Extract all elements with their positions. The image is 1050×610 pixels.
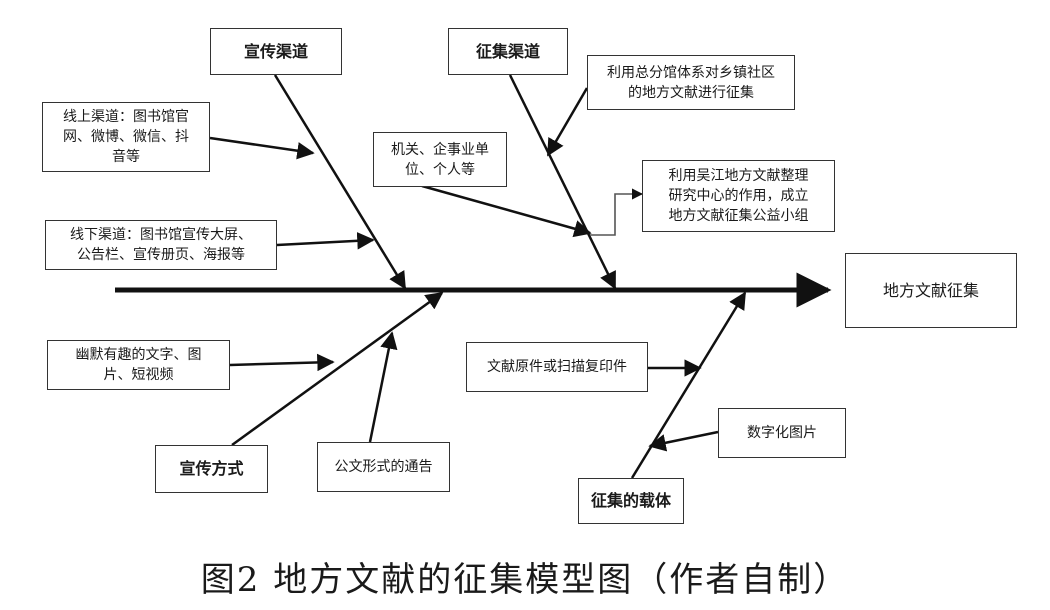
bone-xuanchuan-qudao [273,74,407,290]
arrow-digital [648,430,719,452]
head-box: 地方文献征集 [845,253,1017,328]
bone-zhengji-qudao [508,74,617,290]
cause-humor: 幽默有趣的文字、图 片、短视频 [47,340,230,390]
category-zhengji-qudao: 征集渠道 [448,28,568,75]
category-zhengji-zaiti: 征集的载体 [578,478,684,524]
category-xuanchuan-fangshi: 宣传方式 [155,445,268,493]
cause-original: 文献原件或扫描复印件 [466,342,648,392]
cause-agencies: 机关、企事业单 位、个人等 [373,132,507,187]
arrow-wujiang [590,188,644,236]
arrow-online [209,136,315,160]
arrow-notice [368,331,398,443]
cause-notice: 公文形式的通告 [317,442,450,492]
bone-xuanchuan-fangshi [231,291,444,447]
arrow-humor [229,353,335,372]
arrow-agencies [421,184,592,238]
cause-online: 线上渠道：图书馆官 网、微博、微信、抖 音等 [42,102,210,172]
figure-caption: 图2 地方文献的征集模型图（作者自制） [200,560,850,600]
cause-system: 利用总分馆体系对乡镇社区 的地方文献进行征集 [587,55,795,110]
cause-wujiang: 利用吴江地方文献整理 研究中心的作用，成立 地方文献征集公益小组 [642,160,835,232]
cause-offline: 线下渠道：图书馆宣传大屏、 公告栏、宣传册页、海报等 [45,220,277,270]
arrow-system [546,87,589,157]
arrow-offline [276,232,375,250]
category-xuanchuan-qudao: 宣传渠道 [210,28,342,75]
cause-digital: 数字化图片 [718,408,846,458]
